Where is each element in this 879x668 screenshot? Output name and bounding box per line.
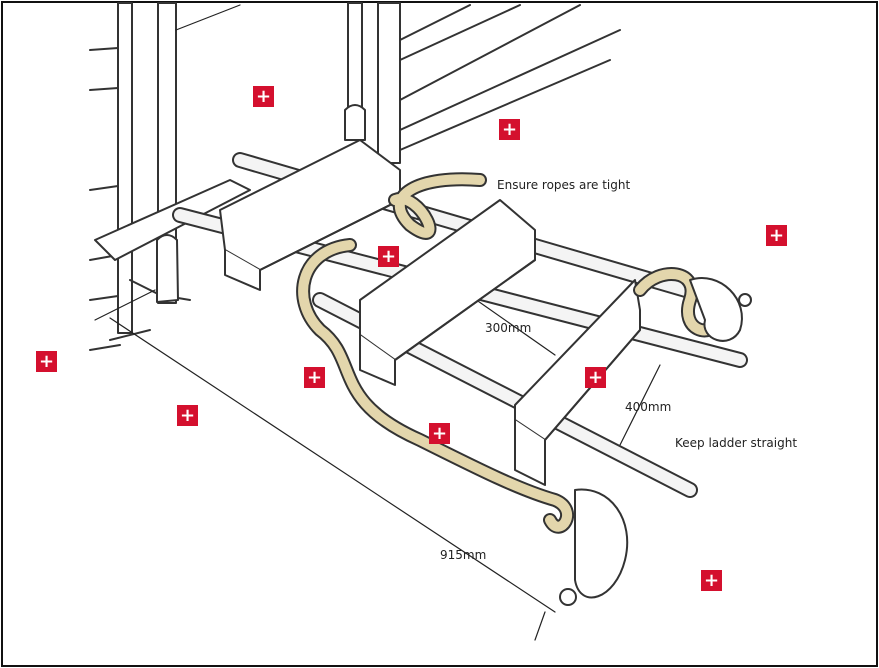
hotspot-button[interactable]: + (766, 225, 787, 246)
hotspot-button[interactable]: + (177, 405, 198, 426)
hotspot-button[interactable]: + (429, 423, 450, 444)
dimension-lines (94, 4, 661, 641)
label-ladder-length: 915mm (440, 548, 487, 562)
hotspot-button[interactable]: + (499, 119, 520, 140)
hotspot-button[interactable]: + (701, 570, 722, 591)
shackles (559, 277, 752, 606)
ladder-steps (219, 139, 641, 486)
label-ensure-ropes-tight: Ensure ropes are tight (497, 178, 631, 192)
hotspot-button[interactable]: + (36, 351, 57, 372)
label-keep-ladder-straight: Keep ladder straight (675, 436, 798, 450)
hotspot-button[interactable]: + (304, 367, 325, 388)
hotspot-button[interactable]: + (585, 367, 606, 388)
hotspot-button[interactable]: + (378, 246, 399, 267)
label-rope-spacing: 400mm (625, 400, 672, 414)
railing (89, 2, 621, 351)
hotspot-button[interactable]: + (253, 86, 274, 107)
label-step-spacing: 300mm (485, 321, 532, 335)
